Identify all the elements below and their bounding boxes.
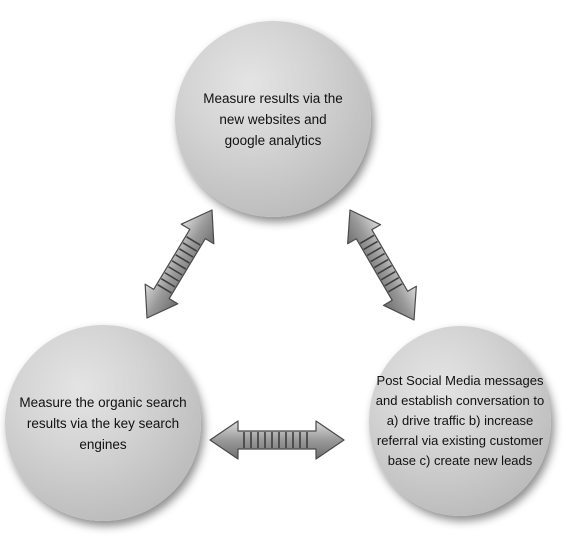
double-arrow-left-right [209, 420, 345, 460]
arrow-rib [171, 260, 187, 270]
double-arrow-top-right [347, 209, 417, 321]
double-arrow-shape [347, 209, 417, 321]
node-organic-search-label: Measure the organic search results via t… [19, 394, 187, 452]
arrow-rib [178, 248, 194, 258]
node-measure-websites-label: Measure results via the new websites and… [203, 90, 343, 148]
arrow-rib [157, 284, 172, 294]
double-arrow-left-top [144, 209, 215, 319]
node-social-media: Post Social Media messages and establish… [369, 326, 551, 516]
arrow-rib [182, 242, 198, 252]
double-arrow-shape [144, 209, 215, 319]
arrow-rib [160, 278, 176, 288]
node-organic-search: Measure the organic search results via t… [5, 325, 201, 521]
double-arrow-shape [209, 420, 345, 460]
node-measure-websites: Measure results via the new websites and… [175, 21, 371, 217]
arrow-rib [164, 272, 180, 282]
arrow-rib [168, 266, 183, 276]
arrow-rib [359, 234, 375, 245]
arrow-rib [370, 252, 385, 263]
arrow-rib [387, 283, 403, 293]
arrow-rib [373, 258, 389, 269]
arrow-rib [363, 240, 378, 251]
node-social-media-label: Post Social Media messages and establish… [375, 373, 545, 468]
arrow-rib [384, 277, 400, 287]
arrow-rib [175, 254, 190, 264]
arrow-rib [186, 236, 201, 246]
arrow-rib [380, 270, 396, 281]
arrow-rib [377, 264, 393, 275]
arrow-rib [366, 246, 382, 257]
